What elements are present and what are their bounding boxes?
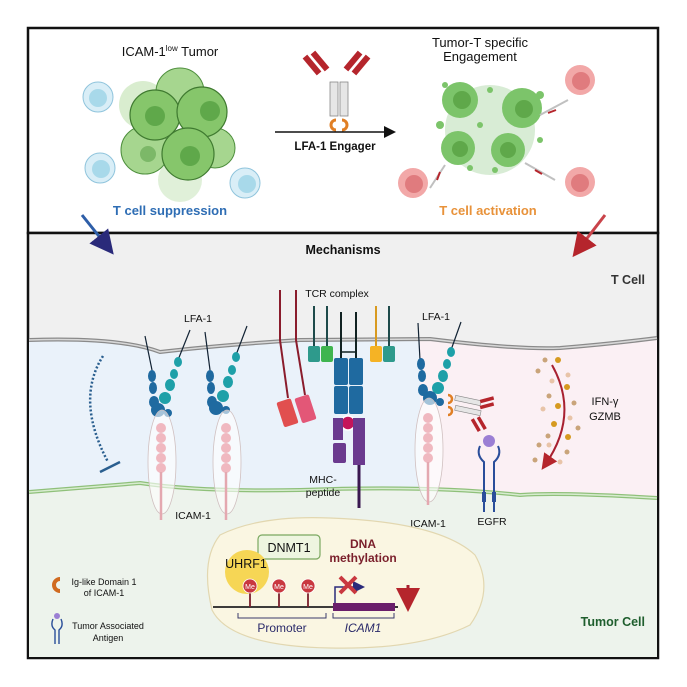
icam1-receptor-icon [414,397,444,505]
dna-methylation-line1: DNA [350,537,376,551]
legend: Ig-like Domain 1 of ICAM-1 Tumor Associa… [51,577,144,644]
icam1-low-tumor-cluster-icon [119,67,236,202]
t-cell-label: T Cell [611,273,645,287]
legend-item-2-line1: Tumor Associated [72,621,144,631]
activated-t-cell-icon [398,65,595,198]
legend-item-1-line2: of ICAM-1 [84,588,125,598]
inhibition-bar-icon [99,460,121,474]
dnmt1-box [257,534,321,560]
engaged-tumor-cluster-icon [436,82,544,175]
cytokine-label-line1: IFN-γ [592,396,619,408]
icam1-receptor-icon [147,409,242,520]
t-cell-suppression-label: T cell suppression [113,203,227,218]
mechanisms-panel: Mechanisms T Cell Tumor Cell LFA-1 [26,214,660,660]
svg-text:Me: Me [303,584,313,591]
uhrf1-icon [225,550,269,594]
mechanisms-title: Mechanisms [305,243,380,257]
coreceptor-icon [276,290,317,428]
lfa1-engager-label: LFA-1 Engager [294,141,376,153]
suppression-flow-arrow [80,214,114,255]
left-title: ICAM-1low Tumor [122,44,219,59]
nucleus: DNMT1 UHRF1 DNA methylation Me Me Me [206,517,485,649]
mhc-label-line1: MHC- [309,474,337,486]
mhc-peptide-icon [333,415,365,508]
lfa1-engager-antibody-icon [302,50,371,132]
svg-text:Me: Me [274,584,284,591]
t-cell-activation-label: T cell activation [439,203,537,218]
resting-t-cell-icon [82,81,261,199]
icam1-gene-box [333,603,395,611]
tumor-antigen-icon [51,613,63,644]
dnmt1-label: DNMT1 [267,541,310,555]
icam1-right-label: ICAM-1 [410,518,446,530]
uhrf1-label: UHRF1 [225,557,267,571]
tcr-complex-label: TCR complex [305,288,369,300]
blocked-x-icon [338,575,358,595]
icam1-gene-label: ICAM1 [345,621,382,635]
activation-flow-arrow [572,214,607,258]
lfa1-right-label: LFA-1 [422,311,450,323]
ig-like-domain-icon [52,577,61,593]
engager-bridge-icon [429,99,569,189]
gene-bracket [332,613,395,619]
svg-text:Me: Me [245,584,255,591]
lfa1-left-label: LFA-1 [184,313,212,325]
legend-item-1-line1: Ig-like Domain 1 [71,577,136,587]
cytokine-label-line2: GZMB [589,411,621,423]
cytokine-release-arrow [541,364,566,470]
icam1-left-label: ICAM-1 [175,510,211,522]
promoter-label: Promoter [257,621,306,635]
tumor-cell-label: Tumor Cell [581,615,645,629]
methyl-mark-icon: Me Me Me [242,578,316,607]
right-title-line1: Tumor-T specific [432,35,529,50]
egfr-label: EGFR [477,516,507,528]
right-title-line2: Engagement [443,49,517,64]
egfr-antigen-icon [477,435,501,512]
inhibition-arc [88,355,110,463]
dna-methylation-line2: methylation [329,551,396,565]
transcription-start-arrow [334,581,365,603]
promoter-bracket [237,613,327,619]
cytokine-granules-icon [532,357,581,465]
tcr-complex-icon [308,306,395,414]
top-panel: ICAM-1low Tumor T cell suppression [26,26,660,235]
mhc-label-line2: peptide [306,487,341,499]
legend-item-2-line2: Antigen [93,633,124,643]
